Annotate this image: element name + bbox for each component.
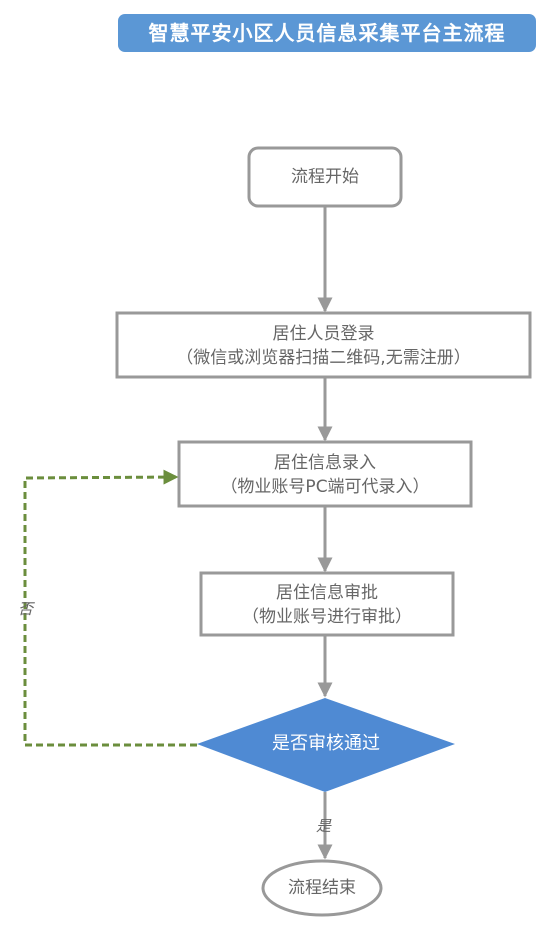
edge-decision-entry-loop bbox=[23, 469, 197, 747]
end-node bbox=[261, 859, 383, 917]
login-node-subtitle: （微信或浏览器扫描二维码,无需注册） bbox=[176, 348, 471, 368]
decision-node bbox=[197, 698, 455, 792]
entry-node-label: 居住信息录入 （物业账号PC端可代录入） bbox=[179, 451, 471, 499]
entry-node-subtitle: （物业账号PC端可代录入） bbox=[220, 477, 430, 497]
edge-label-yes: 是 bbox=[316, 817, 332, 835]
login-node-label: 居住人员登录 （微信或浏览器扫描二维码,无需注册） bbox=[117, 322, 530, 370]
end-node-label: 流程结束 bbox=[288, 878, 356, 898]
login-node bbox=[115, 311, 532, 379]
login-node-title: 居住人员登录 bbox=[272, 324, 375, 344]
start-node-label: 流程开始 bbox=[291, 167, 359, 187]
page-title: 智慧平安小区人员信息采集平台主流程 bbox=[118, 14, 536, 52]
review-node bbox=[199, 571, 455, 637]
edge-label-no: 否 bbox=[18, 600, 34, 618]
review-node-subtitle: （物业账号进行审批） bbox=[242, 607, 412, 627]
review-node-label: 居住信息审批 （物业账号进行审批） bbox=[201, 581, 453, 629]
entry-node-title: 居住信息录入 bbox=[274, 453, 376, 473]
decision-node-label: 是否审核通过 bbox=[272, 733, 380, 754]
review-node-title: 居住信息审批 bbox=[276, 583, 378, 603]
